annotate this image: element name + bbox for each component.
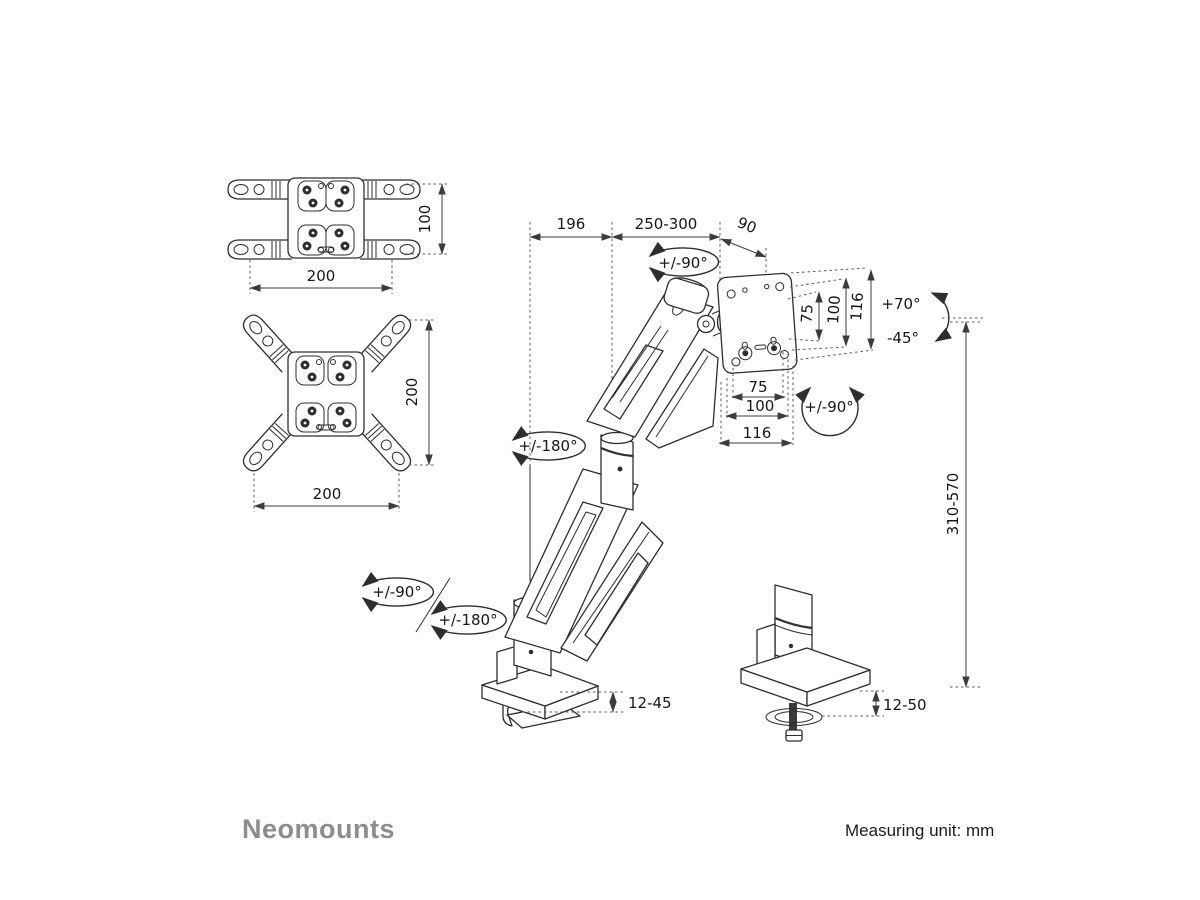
vesa-plate [716, 272, 798, 374]
dim-grommet-thickness: 12-50 [883, 696, 927, 714]
angle-arm-swivel: +/-180° [518, 437, 577, 455]
angle-base-swivel-90: +/-90° [372, 583, 422, 601]
dim-vesa-bottom-116: 116 [743, 424, 772, 442]
dim-clamp-thickness: 12-45 [628, 694, 672, 712]
dim-adapter-cross-width: 200 [313, 485, 342, 503]
angle-base-swivel-180: +/-180° [438, 611, 497, 629]
vesa-adapter-bars-view: 100 200 [227, 177, 448, 294]
upper-arm [586, 291, 719, 449]
dim-vesa-side-100: 100 [824, 295, 844, 325]
dim-adapter-bars-height: 100 [416, 205, 434, 234]
vesa-adapter-cross-view: 200 200 [242, 314, 435, 512]
lower-arm [504, 468, 664, 662]
grommet-base-view: 12-50 [740, 584, 927, 742]
dim-vesa-side-116: 116 [847, 292, 867, 322]
measuring-unit-note: Measuring unit: mm [845, 821, 995, 840]
dim-arm-front: 250-300 [635, 215, 698, 233]
head-pivot [663, 277, 728, 337]
dim-vesa-bottom-75: 75 [748, 378, 767, 396]
dim-vesa-bottom-100: 100 [746, 397, 775, 415]
dim-arm-rear: 196 [557, 215, 586, 233]
angle-head-swivel: +/-90° [658, 254, 708, 272]
neomounts-logo: Neomounts [242, 814, 395, 844]
dim-head-offset: 90 [735, 213, 759, 237]
angle-vesa-rotation: +/-90° [804, 398, 854, 416]
dim-adapter-bars-width: 200 [307, 267, 336, 285]
angle-tilt-down: -45° [887, 329, 919, 347]
dim-vesa-side-75: 75 [797, 303, 816, 323]
dim-adapter-cross-height: 200 [403, 378, 421, 407]
mid-joint [600, 431, 634, 511]
arm-side-view: 196 250-300 90 +/-90° 75 100 116 +70° -4… [361, 213, 953, 729]
dim-height-range: 310-570 [944, 473, 962, 536]
angle-tilt-up: +70° [881, 295, 920, 313]
height-range-dimension: 310-570 [942, 317, 985, 688]
